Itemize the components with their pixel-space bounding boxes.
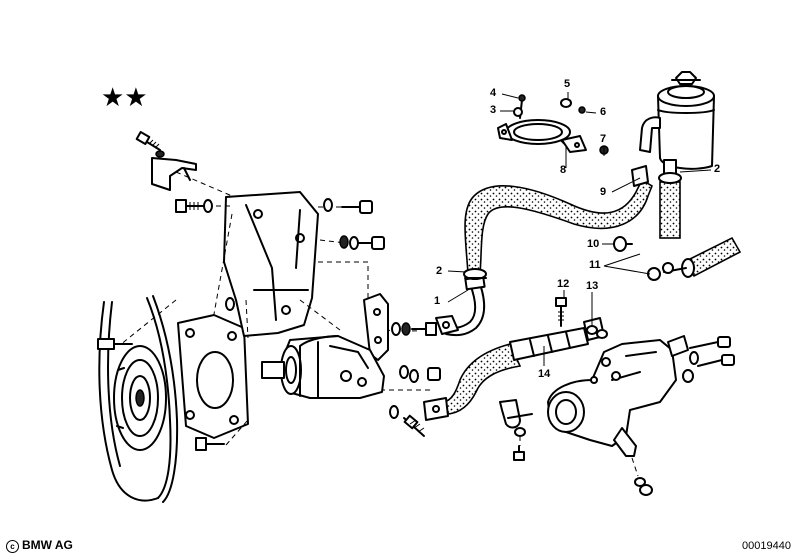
callout-11: 11 xyxy=(589,259,601,271)
callout-2-reservoir-clamp: 2 xyxy=(714,163,721,175)
return-hose-lower xyxy=(663,236,742,278)
callout-9: 9 xyxy=(600,186,607,198)
callout-8: 8 xyxy=(560,164,567,176)
washer-6 xyxy=(578,106,586,114)
return-hose xyxy=(658,172,682,239)
bolt-bracket-right-upper xyxy=(323,198,373,214)
callout-4: 4 xyxy=(490,87,497,99)
washer-top-left xyxy=(155,150,165,158)
oil-reservoir xyxy=(657,71,715,170)
washer-bracket-lower xyxy=(225,297,235,311)
bolt-bracket-left xyxy=(175,199,205,213)
pump-nut-middle xyxy=(399,365,441,383)
callout-3: 3 xyxy=(490,104,497,116)
bolt-bracket-right-lower xyxy=(339,235,385,250)
washer-3 xyxy=(513,107,523,117)
adaptor-plate xyxy=(177,314,249,439)
callout-6: 6 xyxy=(600,106,607,118)
power-steering-pump xyxy=(261,335,385,399)
callout-leader-lines xyxy=(447,92,712,366)
pulley-bolt xyxy=(97,338,133,350)
steering-box-lower-nut xyxy=(631,457,653,496)
brand-name: BMW AG xyxy=(22,538,73,552)
plate-bolt-lower xyxy=(195,437,225,451)
pulley xyxy=(113,345,167,451)
document-number: 00019440 xyxy=(742,540,791,552)
steering-gear-box xyxy=(547,335,689,457)
support-bracket xyxy=(223,191,319,337)
grommet-10 xyxy=(613,236,633,252)
double-star-marker: ★★ xyxy=(101,83,148,113)
callout-12: 12 xyxy=(557,278,570,290)
bolt-top-left xyxy=(135,131,161,151)
reservoir-mounting-bracket xyxy=(497,119,587,153)
bolt-12 xyxy=(555,297,567,327)
copyright-icon: c xyxy=(6,540,19,553)
washer-bracket-left xyxy=(203,199,213,213)
callout-5: 5 xyxy=(564,78,571,90)
pressure-hose xyxy=(435,275,486,337)
hose-clip-11 xyxy=(647,262,674,281)
callout-13: 13 xyxy=(586,280,599,292)
callout-14: 14 xyxy=(538,368,551,380)
callout-10: 10 xyxy=(587,238,600,250)
line-clip xyxy=(499,399,533,461)
pump-bolt-lower xyxy=(389,405,425,437)
callout-2-hose-clamp: 2 xyxy=(436,265,443,277)
callout-7: 7 xyxy=(600,133,607,145)
hose-clamp-top-left xyxy=(151,157,197,191)
callout-1: 1 xyxy=(434,295,441,307)
pump-bolt-upper xyxy=(391,322,437,336)
suction-hose xyxy=(463,178,653,280)
bolt-5 xyxy=(560,98,572,108)
steering-box-bolts xyxy=(682,336,735,383)
